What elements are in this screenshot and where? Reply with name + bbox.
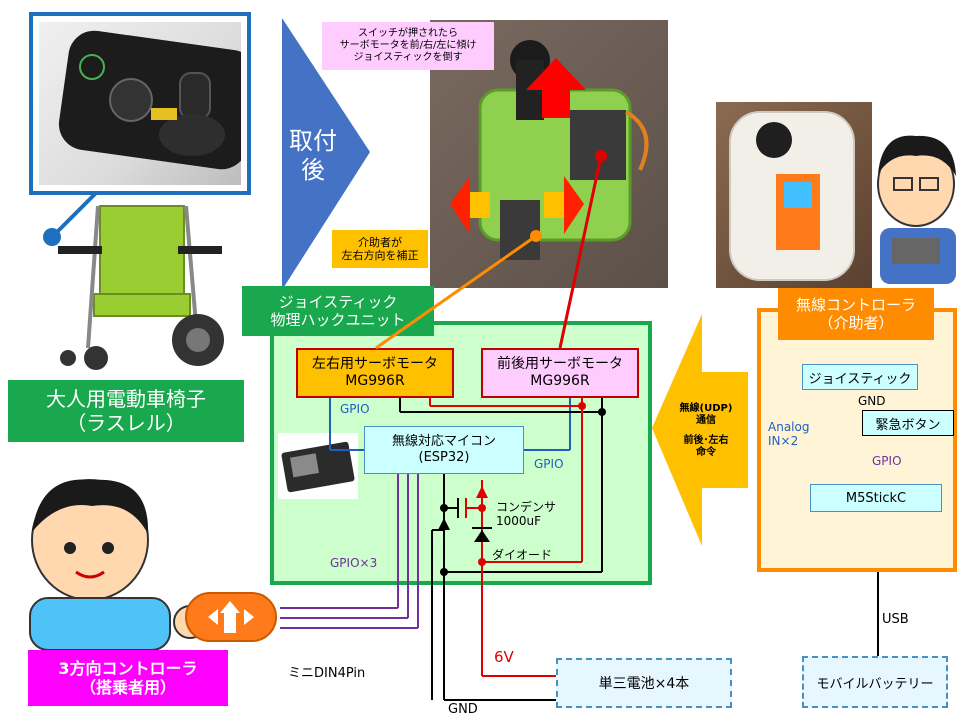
lr-servo-line2: MG996R	[345, 373, 405, 389]
rider-controller-label: 3方向コントローラ （搭乗者用）	[28, 650, 228, 706]
controller-joystick-box: ジョイスティック	[802, 364, 918, 390]
battery-pack-label: 単三電池×4本	[598, 676, 690, 692]
hack-unit-title-line1: ジョイスティック	[278, 293, 398, 311]
controller-title-line1: 無線コントローラ	[795, 296, 916, 314]
usb-label: USB	[882, 612, 909, 627]
controller-gnd-label: GND	[858, 394, 886, 408]
m5stickc-box: M5StickC	[810, 484, 942, 512]
lr-servo-line1: 左右用サーボモータ	[312, 356, 438, 373]
capacitor-line1: コンデンサ	[496, 500, 557, 514]
fb-servo-box: 前後用サーボモータ MG996R	[481, 348, 639, 398]
mcu-line1: 無線対応マイコン	[391, 434, 496, 450]
switch-note: スイッチが押されたら サーボモータを前/右/左に傾け ジョイスティックを倒す	[322, 22, 494, 70]
gpio-x3-label: GPIO×3	[330, 556, 378, 570]
capacitor-line2: 1000uF	[496, 514, 542, 529]
wheelchair-photo	[38, 198, 228, 376]
switch-note-line3: ジョイスティックを倒す	[353, 52, 463, 63]
emergency-button-box: 緊急ボタン	[862, 410, 954, 436]
battery-pack-box: 単三電池×4本	[556, 658, 732, 708]
mobile-battery-label: モバイルバッテリー	[816, 676, 934, 692]
wheelchair-label: 大人用電動車椅子 （ラスレル）	[8, 380, 244, 442]
wireless-line4: 命令	[696, 447, 716, 458]
controller-joystick-label: ジョイスティック	[808, 371, 912, 387]
caregiver-note-line2: 左右方向を補正	[341, 249, 419, 262]
gpio-right-label: GPIO	[534, 457, 564, 471]
arrow-line2: 後	[301, 156, 325, 184]
capacitor-label: コンデンサ 1000uF	[496, 500, 556, 529]
arrow-line1: 取付	[289, 127, 337, 156]
wheelchair-name-line1: 大人用電動車椅子	[46, 387, 206, 411]
mcu-line2: (ESP32)	[418, 450, 470, 465]
joystick-photo-frame	[29, 12, 251, 195]
gnd-bottom-label: GND	[448, 702, 478, 717]
wireless-text: 無線(UDP) 通信 前後･左右 命令	[668, 386, 744, 476]
m5stickc-label: M5StickC	[845, 490, 907, 506]
switch-note-line2: サーボモータを前/右/左に傾け	[339, 40, 477, 51]
esp32-board-photo	[278, 433, 358, 499]
three-way-controller-photo	[182, 587, 280, 647]
emergency-button-label: 緊急ボタン	[875, 417, 941, 433]
wheelchair-name-line2: （ラスレル）	[66, 411, 186, 435]
controller-title: 無線コントローラ （介助者）	[778, 288, 934, 340]
diode-label: ダイオード	[492, 548, 553, 562]
caregiver-note: 介助者が 左右方向を補正	[332, 230, 428, 268]
caregiver-note-line1: 介助者が	[358, 235, 402, 249]
switch-note-line1: スイッチが押されたら	[358, 28, 458, 39]
fb-servo-line1: 前後用サーボモータ	[497, 356, 623, 373]
hack-unit-title: ジョイスティック 物理ハックユニット	[242, 286, 434, 336]
after-install-arrow-text: 取付 後	[282, 118, 344, 194]
wireless-line1: 無線(UDP)	[679, 403, 733, 414]
wireless-line3: 前後･左右	[683, 435, 729, 446]
wireless-controller-photo	[716, 102, 872, 288]
analog-line2: IN×2	[768, 434, 799, 449]
fb-servo-line2: MG996R	[530, 373, 590, 389]
wireless-line2: 通信	[696, 415, 716, 426]
mobile-battery-box: モバイルバッテリー	[802, 656, 948, 708]
controller-title-line2: （介助者）	[818, 314, 894, 332]
mini-din-label: ミニDIN4Pin	[288, 666, 366, 681]
controller-gpio-label: GPIO	[872, 454, 902, 468]
hack-unit-title-line2: 物理ハックユニット	[270, 311, 406, 329]
gpio-left-label: GPIO	[340, 402, 370, 416]
boy-illustration	[0, 470, 210, 650]
joystick-photo	[39, 22, 241, 185]
rider-controller-line2: （搭乗者用）	[79, 678, 176, 697]
lr-servo-box: 左右用サーボモータ MG996R	[296, 348, 454, 398]
volts-label: 6V	[494, 648, 514, 666]
mcu-box: 無線対応マイコン (ESP32)	[364, 426, 524, 474]
rider-controller-line1: 3方向コントローラ	[58, 658, 198, 678]
caregiver-illustration	[872, 128, 960, 284]
analog-label: Analog IN×2	[768, 420, 809, 449]
analog-line1: Analog	[768, 420, 810, 434]
